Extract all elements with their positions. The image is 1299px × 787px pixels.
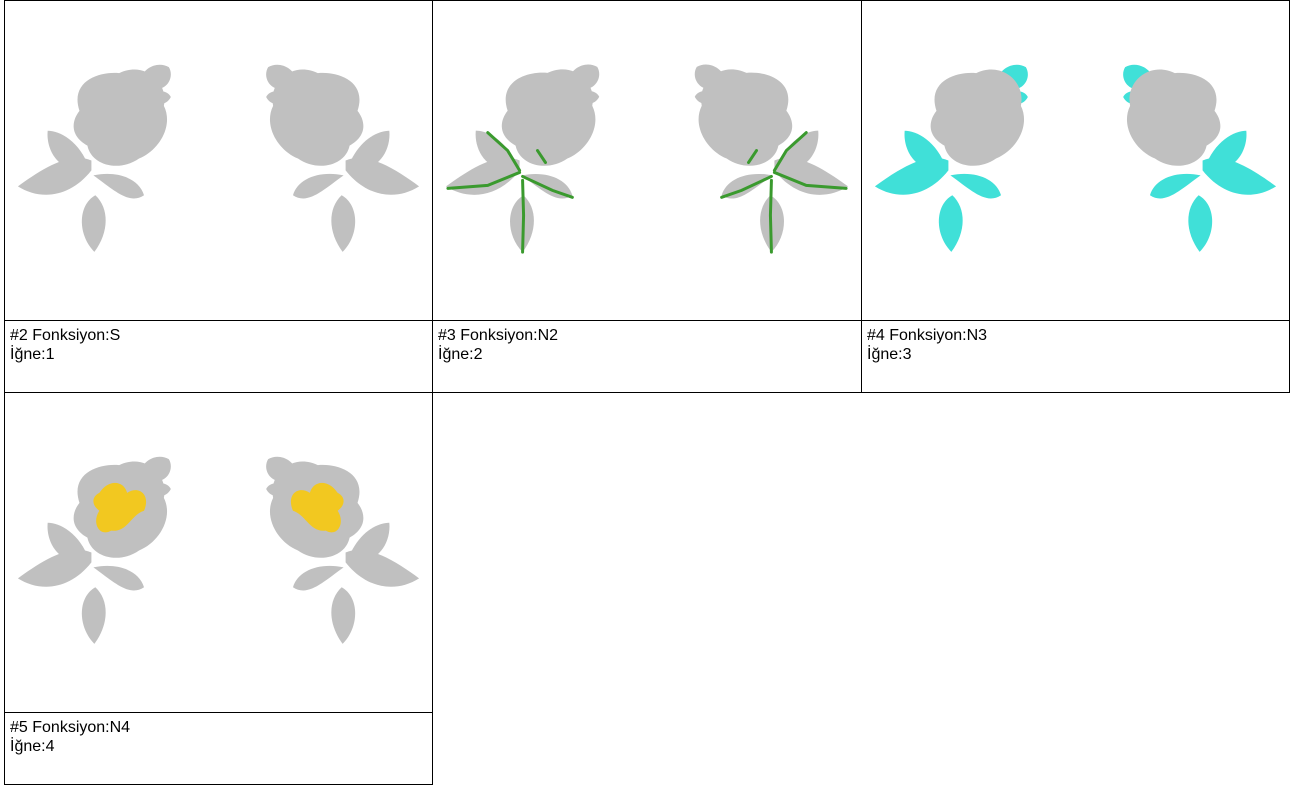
leaf-shape — [347, 130, 390, 170]
embroidery-svg — [17, 64, 420, 252]
rose-shape — [501, 69, 596, 166]
leaf-shape — [93, 173, 145, 199]
leaf-shape — [331, 587, 356, 644]
rose-motif-right — [1123, 64, 1277, 252]
needle-label: İğne:4 — [10, 738, 55, 755]
rose-motif-left — [445, 64, 600, 254]
leaf-shape — [347, 522, 390, 562]
leaf-shape — [938, 195, 963, 252]
needle-label: İğne:2 — [438, 346, 483, 363]
leaf-shape — [950, 173, 1002, 199]
card-caption: #4 Fonksiyon:N3 İğne:3 — [867, 326, 987, 364]
stem-highlight — [720, 131, 848, 254]
leaf-shape — [47, 130, 90, 170]
leaf-shape — [776, 130, 819, 170]
needle-label: İğne:1 — [10, 346, 55, 363]
leaf-shape — [292, 565, 344, 591]
function-label: #2 Fonksiyon:S — [10, 327, 121, 344]
embroidery-preview — [862, 1, 1289, 321]
rose-motif-left — [17, 456, 171, 644]
embroidery-preview — [5, 393, 432, 713]
thread-card-3: #4 Fonksiyon:N3 İğne:3 — [861, 0, 1290, 393]
petal-highlight — [290, 482, 344, 533]
leaf-shape — [81, 195, 106, 252]
rose-motif-right — [694, 64, 849, 254]
leaf-shape — [475, 130, 518, 170]
function-label: #4 Fonksiyon:N3 — [867, 327, 988, 344]
card-caption: #5 Fonksiyon:N4 İğne:4 — [10, 718, 130, 756]
embroidery-svg — [445, 64, 849, 254]
rose-shape — [930, 69, 1025, 166]
rose-shape — [73, 69, 168, 166]
thread-card-4: #5 Fonksiyon:N4 İğne:4 — [4, 392, 433, 785]
leaf-shape — [81, 587, 106, 644]
rose-motif-left — [17, 64, 171, 252]
card-caption: #2 Fonksiyon:S İğne:1 — [10, 326, 120, 364]
needle-label: İğne:3 — [867, 346, 912, 363]
rose-shape — [698, 69, 793, 166]
embroidery-svg — [17, 456, 420, 644]
rose-motif-right — [266, 456, 420, 644]
embroidery-preview — [433, 1, 861, 321]
leaf-shape — [1149, 173, 1201, 199]
rose-shape — [1126, 69, 1221, 166]
leaf-shape — [904, 130, 947, 170]
rose-motif-left — [874, 64, 1028, 252]
leaf-shape — [1188, 195, 1213, 252]
leaf-shape — [292, 173, 344, 199]
stem-highlight — [446, 131, 574, 254]
embroidery-svg — [874, 64, 1277, 252]
leaf-shape — [1204, 130, 1247, 170]
rose-motif-right — [266, 64, 420, 252]
thread-card-1: #2 Fonksiyon:S İğne:1 — [4, 0, 433, 393]
function-label: #5 Fonksiyon:N4 — [10, 719, 131, 736]
leaf-shape — [47, 522, 90, 562]
card-caption: #3 Fonksiyon:N2 İğne:2 — [438, 326, 558, 364]
leaf-shape — [93, 565, 145, 591]
rose-shape — [269, 69, 364, 166]
thread-card-2: #3 Fonksiyon:N2 İğne:2 — [432, 0, 862, 393]
function-label: #3 Fonksiyon:N2 — [438, 327, 559, 344]
embroidery-preview — [5, 1, 432, 321]
leaf-shape — [331, 195, 356, 252]
petal-highlight — [93, 482, 147, 533]
